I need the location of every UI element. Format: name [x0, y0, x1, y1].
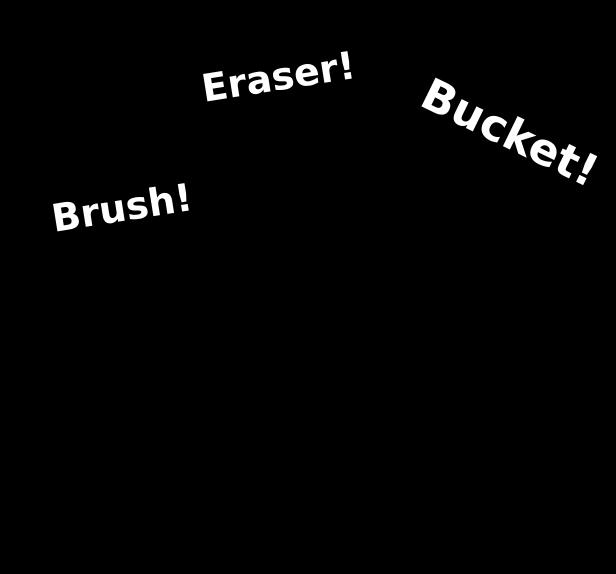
tool-label-eraser[interactable]: Eraser!	[198, 43, 359, 111]
tool-label-bucket[interactable]: Bucket!	[413, 68, 607, 198]
tool-label-brush[interactable]: Brush!	[48, 175, 196, 241]
